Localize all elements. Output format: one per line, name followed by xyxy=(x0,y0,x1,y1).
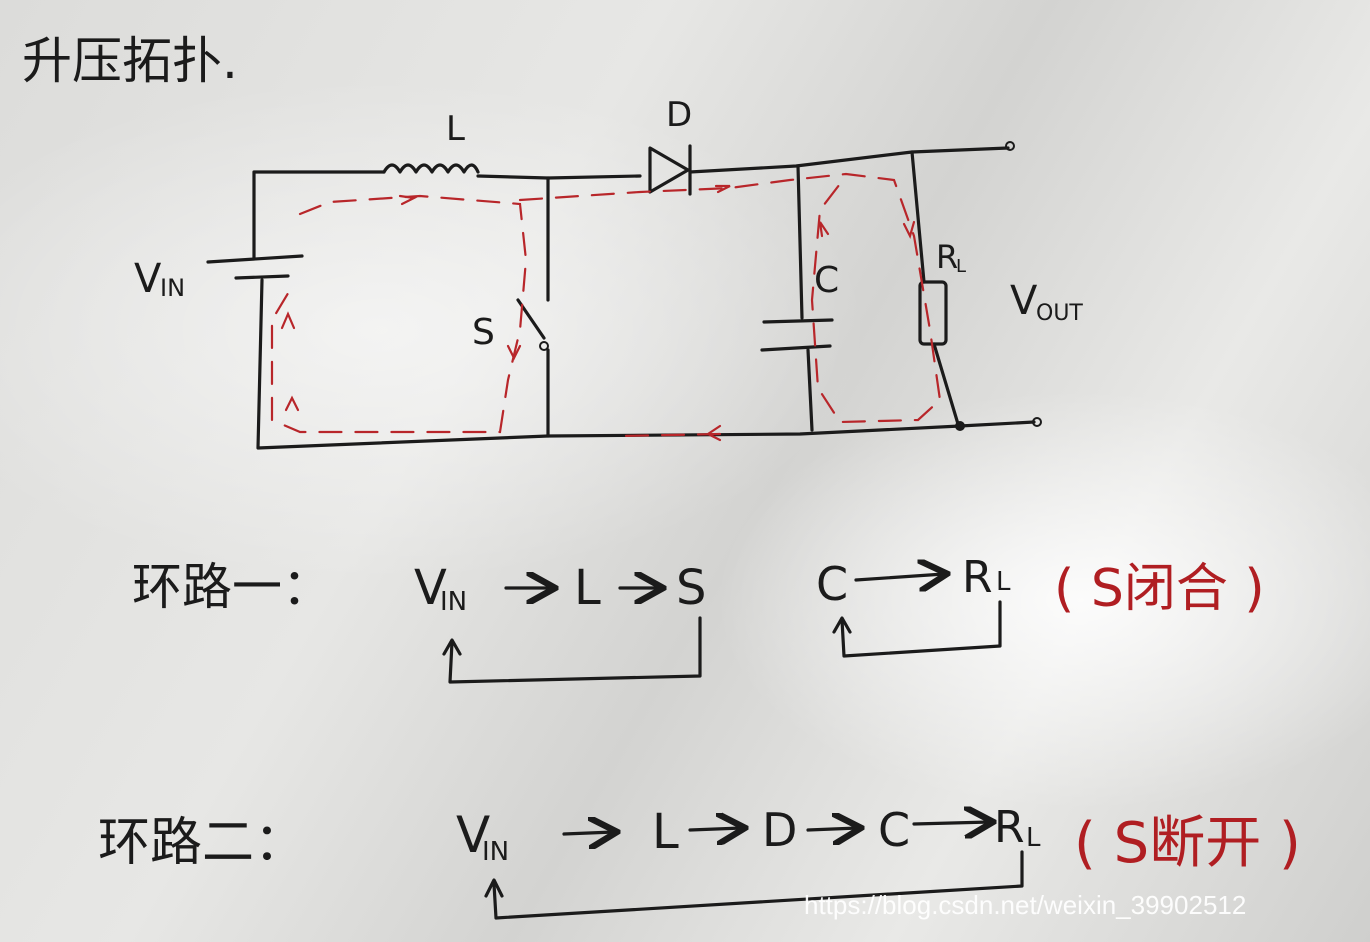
arrow-d-to-c xyxy=(806,828,858,830)
capacitor-lower-wire xyxy=(806,348,814,432)
loop-1-cr-return-arrowhead xyxy=(832,616,852,634)
junction-dot xyxy=(955,421,965,431)
watermark-url: https://blog.csdn.net/weixin_39902512 xyxy=(804,890,1246,920)
output-terminal-bottom xyxy=(1032,417,1042,427)
label-load-sub: L xyxy=(956,256,966,277)
loop-1-condition: ( S闭合 ) xyxy=(1054,559,1265,619)
load-resistor-symbol xyxy=(918,280,948,346)
capacitor-plate-bottom xyxy=(760,344,832,352)
switch-contact xyxy=(539,341,549,351)
label-output-sub: OUT xyxy=(1036,301,1083,326)
loop-2-row: 环路二： V IN L D C R L ( S断开 ) xyxy=(98,802,1301,920)
circuit xyxy=(206,141,1042,450)
arrow-c-to-rl-2 xyxy=(912,822,990,824)
label-source-sub: IN xyxy=(160,274,185,302)
loop-2-condition: ( S断开 ) xyxy=(1074,811,1301,876)
capacitor-upper-wire xyxy=(796,164,804,320)
label-output: V xyxy=(1010,278,1038,324)
battery-long-plate xyxy=(206,254,304,264)
loop-1-switch: S xyxy=(676,560,706,616)
loop-1-row: 环路一： V IN L S C R L ( S闭合 ) xyxy=(132,552,1265,684)
label-diode: D xyxy=(666,95,692,135)
loop-2-capacitor: C xyxy=(878,803,910,857)
loop-1-return-path xyxy=(448,616,702,684)
label-capacitor: C xyxy=(814,260,839,301)
loop-2-inductor: L xyxy=(652,804,679,860)
wire-top-left xyxy=(252,170,386,260)
loop-2-vin-sub: IN xyxy=(482,837,509,867)
label-load: R xyxy=(936,238,958,276)
wire-bottom xyxy=(256,278,1036,450)
loop-2-diode: D xyxy=(762,803,797,857)
loop-1-return-arrowhead xyxy=(442,638,462,656)
label-inductor: L xyxy=(446,109,465,149)
loop-1-capacitor: C xyxy=(816,557,848,611)
loop-1-vin-sub: IN xyxy=(440,587,467,617)
loop-2-load: R xyxy=(994,802,1025,853)
wire-top-middle xyxy=(476,174,642,180)
wire-top-right xyxy=(688,146,1010,174)
label-source: V xyxy=(134,256,162,302)
load-upper-wire xyxy=(910,150,926,284)
arrow-c-to-rl xyxy=(854,574,944,580)
capacitor-plate-top xyxy=(762,318,834,324)
loop-2-load-sub: L xyxy=(1026,823,1041,853)
current-path-loop-1 xyxy=(270,194,528,434)
inductor-symbol xyxy=(382,163,480,174)
diode-symbol xyxy=(648,144,692,196)
loop-1-label: 环路一： xyxy=(132,558,332,616)
loop-1-inductor: L xyxy=(574,560,601,616)
label-switch: S xyxy=(472,312,495,353)
arrow-l-to-d xyxy=(688,828,742,830)
loop-1-vin: V xyxy=(414,560,447,616)
loop-1-load-sub: L xyxy=(996,567,1011,597)
output-terminal-top xyxy=(1005,141,1015,151)
loop-1-load: R xyxy=(962,552,993,603)
arrow-vin-to-l-2 xyxy=(562,832,614,834)
loop-2-label: 环路二： xyxy=(98,813,306,873)
loop-2-return-arrowhead xyxy=(484,878,504,898)
loop-2-vin: V xyxy=(456,806,490,864)
current-path-loop-2 xyxy=(518,172,942,442)
load-lower-wire xyxy=(932,342,960,426)
loop-1-cr-return-path xyxy=(840,600,1002,658)
loop-2-return-path xyxy=(492,850,1024,920)
title: 升压拓扑. xyxy=(22,32,238,90)
battery-short-plate xyxy=(234,274,290,280)
